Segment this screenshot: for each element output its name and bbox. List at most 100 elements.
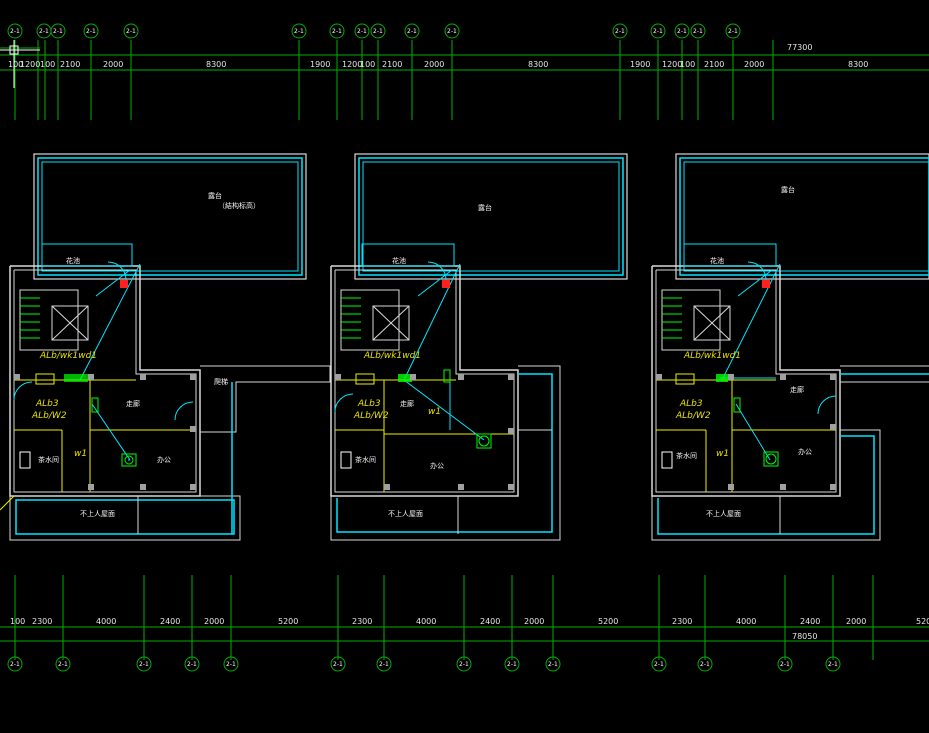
ladder-label: 爬梯 <box>214 377 228 386</box>
tea-room-label: 茶水间 <box>355 455 376 464</box>
axis-label: 2-1 <box>332 28 342 35</box>
axis-bubble <box>650 23 666 39</box>
terrace-label: 露台 <box>781 185 795 194</box>
axis-bubble <box>456 656 472 672</box>
axis-bubble <box>329 23 345 39</box>
axis-bubble <box>404 23 420 39</box>
top-dimension-value: 1900 <box>630 60 650 69</box>
axis-label: 2-1 <box>10 28 20 35</box>
bottom-dimension-value: 2000 <box>204 617 224 626</box>
top-dimension-value: 1900 <box>310 60 330 69</box>
top-dimension-value: 1200 <box>20 60 40 69</box>
bottom-dimension-value: 2000 <box>846 617 866 626</box>
hall-label: 走廊 <box>400 399 414 408</box>
panel-label-2: ALb3 <box>357 399 381 409</box>
tea-room-label: 茶水间 <box>676 451 697 460</box>
axis-label: 2-1 <box>139 661 149 668</box>
axis-label: 2-1 <box>126 28 136 35</box>
axis-bubble <box>136 656 152 672</box>
top-dimension-value: 8300 <box>528 60 548 69</box>
bottom-dimension-value: 4000 <box>416 617 436 626</box>
panel-label-3: ALb/W2 <box>353 411 389 421</box>
top-dimension-value: 2100 <box>60 60 80 69</box>
bottom-dimension-value: 4000 <box>736 617 756 626</box>
axis-label: 2-1 <box>379 661 389 668</box>
wire-label: w1 <box>74 449 87 459</box>
top-dimension-value: 2000 <box>103 60 123 69</box>
axis-label: 2-1 <box>373 28 383 35</box>
top-dimension-value: 100 <box>360 60 375 69</box>
axis-bubble <box>50 23 66 39</box>
axis-label: 2-1 <box>187 661 197 668</box>
terrace-label: 露台 <box>478 203 492 212</box>
axis-label: 2-1 <box>333 661 343 668</box>
top-dimension-value: 2000 <box>424 60 444 69</box>
axis-bubble <box>674 23 690 39</box>
axis-label: 2-1 <box>828 661 838 668</box>
axis-label: 2-1 <box>459 661 469 668</box>
axis-label: 2-1 <box>58 661 68 668</box>
axis-label: 2-1 <box>357 28 367 35</box>
axis-label: 2-1 <box>407 28 417 35</box>
axis-bubble <box>7 23 23 39</box>
panel-label-1: ALb/wk1wd1 <box>683 351 741 361</box>
axis-label: 2-1 <box>294 28 304 35</box>
axis-label: 2-1 <box>548 661 558 668</box>
office-label: 办公 <box>157 455 171 464</box>
top-dimension-value: 8300 <box>206 60 226 69</box>
axis-bubble <box>376 656 392 672</box>
crosshair-cursor-icon <box>0 40 40 88</box>
bottom-dimension-value: 5200 <box>278 617 298 626</box>
axis-bubble <box>7 656 23 672</box>
axis-bubble <box>123 23 139 39</box>
pool-label: 花池 <box>392 256 406 265</box>
top-dimension-value: 100 <box>40 60 55 69</box>
axis-bubble <box>370 23 386 39</box>
bottom-dimension-value: 2300 <box>672 617 692 626</box>
bottom-dimension-value: 2400 <box>480 617 500 626</box>
hall-label: 走廊 <box>790 385 804 394</box>
axis-bubble <box>444 23 460 39</box>
pool-label: 花池 <box>66 256 80 265</box>
axis-label: 2-1 <box>654 661 664 668</box>
top-dimension-value: 1200 <box>342 60 362 69</box>
bottom-dimension-value: 2400 <box>160 617 180 626</box>
axis-bubble <box>330 656 346 672</box>
axis-bubble <box>725 23 741 39</box>
axis-label: 2-1 <box>39 28 49 35</box>
axis-bubble <box>504 656 520 672</box>
axis-label: 2-1 <box>653 28 663 35</box>
terrace-note: （結构标高） <box>218 201 260 210</box>
roof-label: 不上人屋面 <box>80 509 115 518</box>
floor-unit-3[interactable]: 露台 花池 <box>651 153 929 541</box>
pool-label: 花池 <box>710 256 724 265</box>
axis-label: 2-1 <box>86 28 96 35</box>
axis-bubble <box>291 23 307 39</box>
axis-bubble <box>777 656 793 672</box>
tea-room-label: 茶水间 <box>38 455 59 464</box>
axis-bubble <box>825 656 841 672</box>
floor-unit-2[interactable]: 露台 花池 <box>330 153 628 541</box>
axis-label: 2-1 <box>53 28 63 35</box>
bottom-dimension-value: 5200 <box>598 617 618 626</box>
roof-label: 不上人屋面 <box>388 509 423 518</box>
panel-label-3: ALb/W2 <box>675 411 711 421</box>
bottom-dimension-value: 2000 <box>524 617 544 626</box>
floor-unit-1[interactable]: 露台 （結构标高） 花池 <box>0 153 331 541</box>
wire-label: w1 <box>428 407 441 417</box>
top-dimension-value: 100 <box>680 60 695 69</box>
top-dimension-value: 100 <box>8 60 23 69</box>
top-dimension-value: 2000 <box>744 60 764 69</box>
axis-label: 2-1 <box>693 28 703 35</box>
panel-label-2: ALb3 <box>35 399 59 409</box>
roof-label: 不上人屋面 <box>706 509 741 518</box>
axis-label: 2-1 <box>447 28 457 35</box>
top-total-dimension: 77300 <box>787 43 812 52</box>
axis-bubble <box>184 656 200 672</box>
bottom-dimension-value: 2300 <box>32 617 52 626</box>
panel-label-3: ALb/W2 <box>31 411 67 421</box>
axis-bubble <box>697 656 713 672</box>
